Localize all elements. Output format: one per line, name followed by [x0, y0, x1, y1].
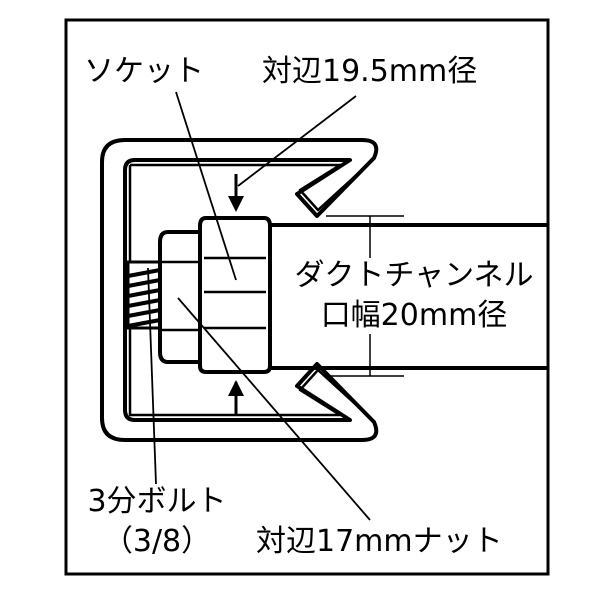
nut-label: 対辺17mmナット — [256, 524, 503, 559]
bolt-thread — [126, 260, 162, 330]
dimension-arrows — [228, 174, 244, 416]
bolt-label-line1: 3分ボルト — [87, 484, 227, 519]
bolt-label-line2: （3/8） — [102, 524, 212, 559]
socket-head — [198, 216, 272, 374]
duct-channel-label-line2: 口幅20mm径 — [320, 298, 508, 333]
outer-frame — [64, 18, 550, 576]
duct-channel-inner — [128, 163, 365, 417]
leader-lines — [147, 91, 371, 521]
socket-tube — [268, 223, 548, 370]
duct-channel-outer — [100, 138, 379, 442]
nut — [158, 230, 202, 364]
duct-channel-label-line1: ダクトチャンネル — [294, 258, 534, 293]
socket-label: ソケット — [84, 54, 204, 89]
socket-across-flats-label: 対辺19.5mm径 — [262, 54, 478, 89]
channel-width-dimension — [326, 215, 404, 377]
